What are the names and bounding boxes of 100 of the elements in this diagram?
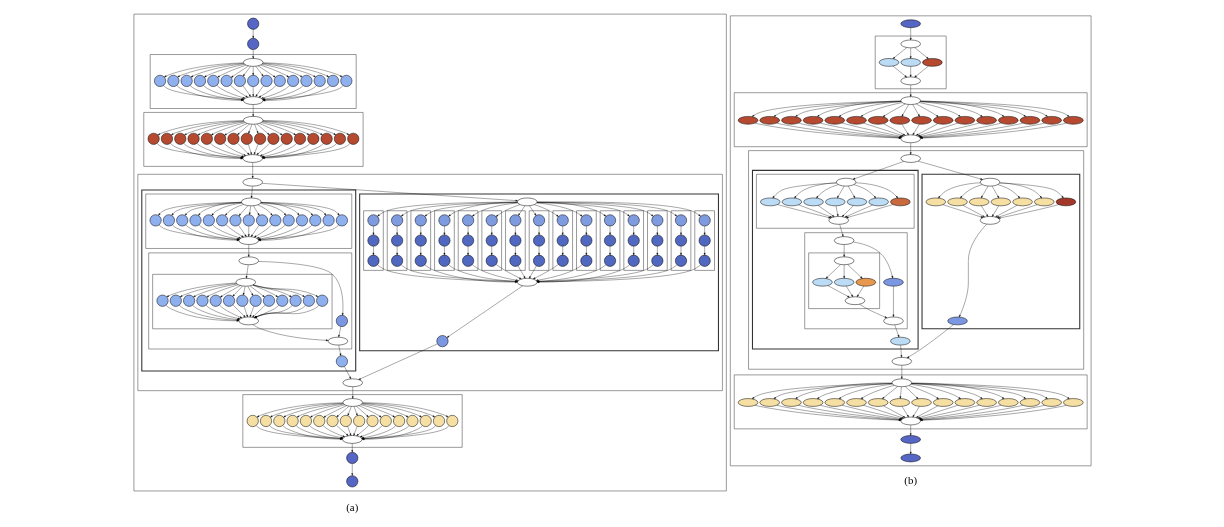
arrow — [261, 143, 323, 159]
arrow — [919, 122, 1023, 139]
arrow — [536, 202, 677, 217]
arrow — [230, 65, 249, 78]
cluster — [575, 210, 596, 271]
arrow — [882, 103, 905, 117]
arrow — [528, 265, 537, 279]
arrow — [958, 224, 987, 318]
arrow — [980, 185, 988, 199]
arrow — [256, 402, 343, 418]
cluster — [358, 193, 719, 352]
arrow — [252, 284, 292, 298]
arrow — [656, 246, 658, 256]
arrow — [841, 405, 903, 420]
arrow — [918, 405, 980, 420]
label: (b) — [903, 474, 917, 487]
arrow — [703, 246, 706, 256]
arrow — [919, 101, 1026, 117]
arrow — [447, 264, 518, 283]
arrow — [466, 225, 469, 235]
arrow — [909, 443, 912, 455]
arrow — [247, 244, 250, 257]
arrow — [347, 406, 352, 416]
arrow — [247, 225, 250, 237]
arrow — [210, 122, 245, 136]
arrow — [251, 104, 254, 117]
arrow — [915, 103, 939, 117]
arrow — [937, 182, 980, 199]
arrow — [260, 122, 296, 136]
arrow — [335, 425, 348, 436]
arrow — [209, 143, 244, 158]
arrow — [608, 246, 611, 256]
arrow — [917, 405, 958, 419]
arrow — [163, 62, 244, 78]
arrow — [343, 366, 351, 379]
arrow — [360, 425, 396, 439]
arrow — [237, 225, 247, 237]
arrow — [773, 383, 892, 399]
arrow — [254, 305, 279, 318]
arrow — [495, 204, 520, 217]
arrow — [350, 443, 353, 453]
arrow — [838, 101, 901, 117]
arrow — [309, 404, 345, 418]
arrow — [536, 202, 653, 217]
arrow — [258, 123, 282, 136]
cluster — [433, 210, 455, 271]
arrow — [252, 284, 305, 297]
arrow — [911, 383, 1048, 399]
arrow — [252, 284, 318, 297]
arrow — [910, 383, 1070, 400]
arrow — [243, 306, 248, 318]
arrow — [242, 66, 251, 77]
arrow — [158, 224, 239, 241]
arrow — [262, 62, 342, 78]
arrow — [256, 123, 269, 135]
cluster — [729, 15, 1091, 467]
arrow — [247, 124, 252, 134]
arrow — [236, 123, 250, 135]
arrow — [847, 185, 855, 199]
cluster — [386, 210, 407, 271]
arrow — [858, 304, 887, 319]
arrow — [251, 66, 254, 76]
arrow — [248, 205, 251, 215]
arrow — [838, 384, 893, 400]
cluster — [751, 169, 919, 350]
arrow — [255, 85, 264, 97]
arrow — [177, 63, 244, 78]
arrow — [251, 29, 254, 39]
arrow — [252, 285, 278, 298]
node-ellipse — [882, 278, 904, 287]
arrow — [360, 404, 395, 418]
arrow — [249, 306, 254, 318]
arrow — [400, 264, 518, 283]
arrow — [350, 463, 353, 476]
arrow — [912, 104, 920, 117]
arrow — [996, 204, 1037, 218]
arrow — [166, 282, 236, 298]
arrow — [908, 385, 939, 400]
arrow — [703, 225, 706, 235]
arrow — [261, 64, 302, 78]
arrow — [260, 202, 299, 216]
arrow — [338, 344, 341, 356]
arrow — [260, 202, 313, 216]
arrow — [919, 405, 1001, 420]
arrow — [253, 305, 319, 318]
arrow — [919, 100, 1004, 117]
arrow — [860, 385, 894, 400]
arrow — [376, 202, 518, 217]
cluster — [140, 189, 356, 372]
arrow — [260, 202, 339, 216]
arrow — [536, 264, 606, 283]
arrow — [250, 186, 253, 199]
arrow — [206, 284, 238, 298]
arrow — [909, 142, 912, 155]
arrow — [909, 27, 912, 41]
arrow — [899, 344, 902, 358]
arrow — [269, 403, 343, 418]
arrow — [999, 182, 1064, 199]
arrow — [632, 246, 635, 256]
cluster — [481, 210, 502, 271]
